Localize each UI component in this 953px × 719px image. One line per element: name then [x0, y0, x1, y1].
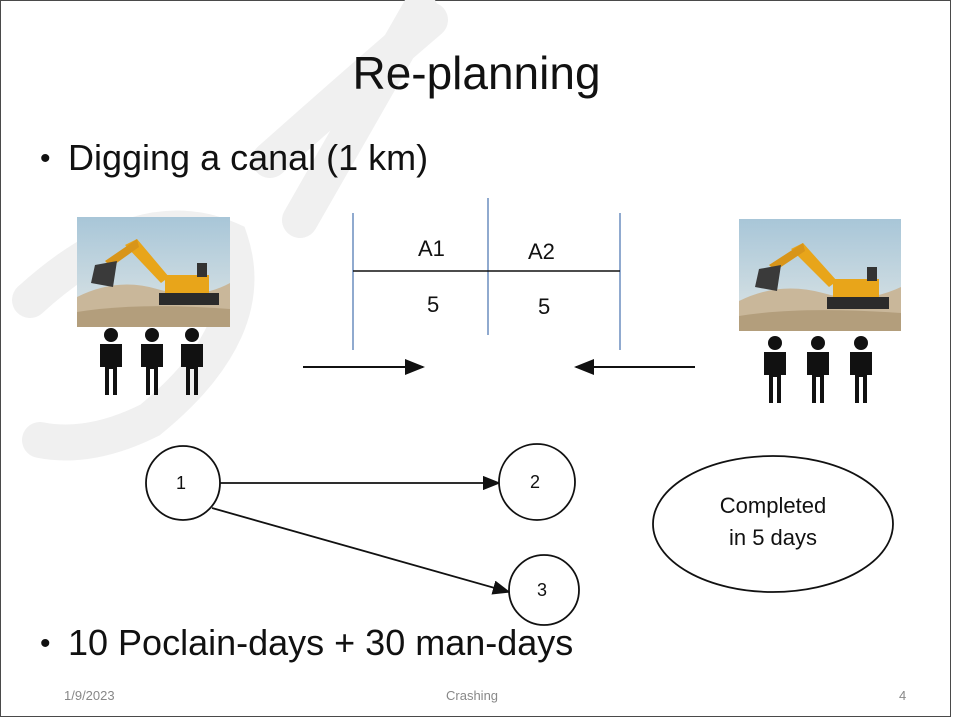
- table-value-a1: 5: [427, 292, 440, 317]
- table-value-a2: 5: [538, 294, 551, 319]
- excavator-image-left: [77, 217, 230, 327]
- bullet-text-1: Digging a canal (1 km): [68, 137, 429, 178]
- person-icon: [100, 328, 122, 395]
- node-2-circle: [498, 443, 576, 521]
- workers-icon-right: [764, 336, 872, 403]
- footer-date: 1/9/2023: [64, 688, 115, 703]
- footer-topic: Crashing: [446, 688, 499, 703]
- callout-line-2: in 5 days: [728, 525, 818, 550]
- person-icon: [141, 328, 163, 395]
- node-1-label: 1: [176, 473, 187, 493]
- bullet-item-1: • Digging a canal (1 km): [40, 137, 428, 179]
- person-icon: [181, 328, 203, 395]
- bullet-dot: •: [40, 627, 51, 660]
- person-icon: [807, 336, 829, 403]
- node-3-circle: [508, 554, 580, 626]
- excavator-image-right: [739, 219, 901, 331]
- workers-icon-left: [100, 328, 203, 395]
- bullet-item-2: • 10 Poclain-days + 30 man-days: [40, 622, 573, 664]
- person-icon: [850, 336, 872, 403]
- callout-text: Completed in 5 days: [653, 490, 893, 554]
- table-header-a1: A1: [418, 236, 445, 261]
- edge-1-3: [211, 507, 511, 595]
- callout-ellipse: [652, 455, 894, 593]
- footer-page-number: 4: [899, 688, 907, 703]
- person-icon: [764, 336, 786, 403]
- callout-line-1: Completed: [719, 493, 827, 518]
- slide-title: Re-planning: [352, 47, 601, 99]
- bullet-dot: •: [40, 142, 51, 175]
- node-2-label: 2: [530, 472, 541, 492]
- table-header-a2: A2: [528, 239, 555, 264]
- node-3-label: 3: [537, 580, 548, 600]
- node-1-circle: [145, 445, 221, 521]
- bullet-text-2: 10 Poclain-days + 30 man-days: [68, 622, 574, 663]
